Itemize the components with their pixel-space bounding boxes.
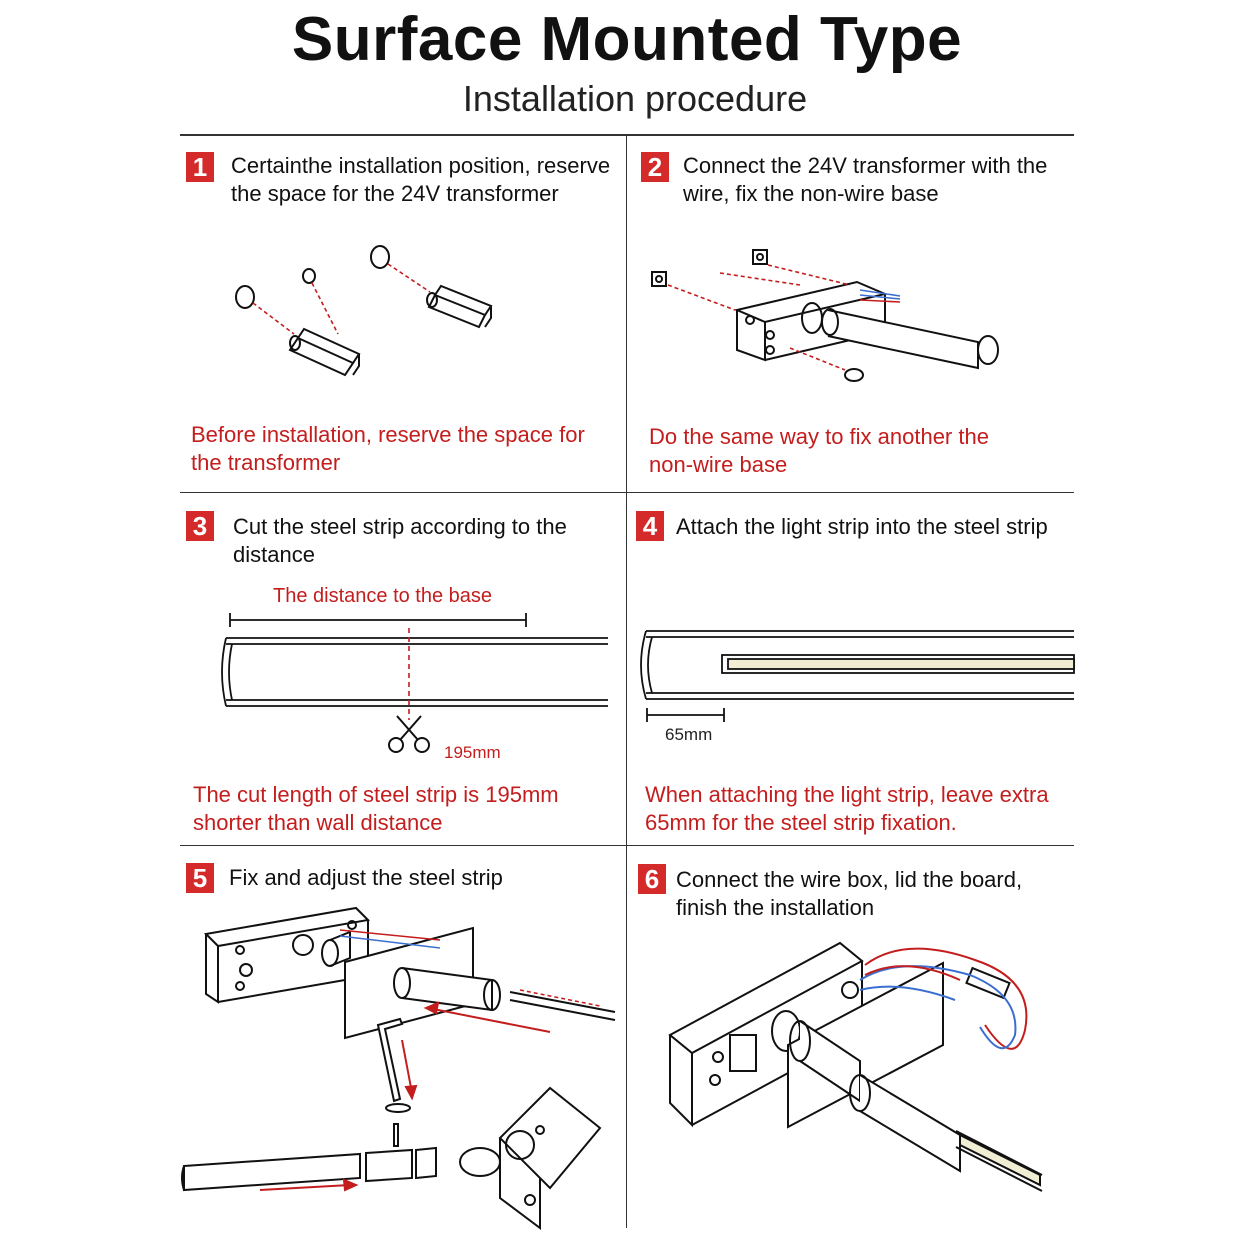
- step-1-note: Before installation, reserve the space f…: [191, 421, 585, 477]
- step-4-line1: Attach the light strip into the steel st…: [676, 514, 1048, 539]
- step-2-note-line1: Do the same way to fix another the: [649, 424, 989, 449]
- direction-arrows: [259, 1001, 551, 1192]
- step-3-line2: distance: [233, 542, 315, 567]
- wall-hole-2: [302, 268, 316, 284]
- step-4-note: When attaching the light strip, leave ex…: [645, 781, 1049, 837]
- screw-plate-2: [752, 249, 768, 265]
- wall-hole-1: [235, 285, 255, 309]
- column-divider: [626, 136, 627, 1228]
- hex-key-icon: [376, 1017, 404, 1103]
- step-3-note-line2: shorter than wall distance: [193, 810, 443, 835]
- scissors-icon: [388, 715, 430, 753]
- light-strip: [959, 1133, 1041, 1187]
- step-5-badge: 5: [186, 863, 214, 893]
- tube: [789, 1020, 961, 1173]
- step-3-note: The cut length of steel strip is 195mm s…: [193, 781, 559, 837]
- step-2-note: Do the same way to fix another the non-w…: [649, 423, 989, 479]
- distance-label: The distance to the base: [273, 585, 493, 607]
- step-1-note-line2: the transformer: [191, 450, 341, 475]
- step-1-text: Certainthe installation position, reserv…: [231, 152, 610, 208]
- extra-length-dimension: [646, 708, 725, 722]
- step-2-text: Connect the 24V transformer with the wir…: [683, 152, 1047, 208]
- screw-plate-1: [651, 271, 667, 287]
- anchor-1: [288, 327, 361, 377]
- step-3-badge: 3: [186, 511, 214, 541]
- anchor-2: [426, 284, 493, 329]
- step-4-illustration: [640, 630, 1075, 722]
- step-3-measure: 195mm: [444, 743, 501, 762]
- step-4-note-line2: 65mm for the steel strip fixation.: [645, 810, 957, 835]
- step-2-badge: 2: [641, 152, 669, 182]
- step-6-badge: 6: [638, 864, 666, 894]
- strip-assembly: [181, 1086, 602, 1230]
- step-5-line1: Fix and adjust the steel strip: [229, 865, 503, 890]
- step-4-measure: 65mm: [665, 725, 713, 744]
- screw-washer: [385, 1103, 411, 1113]
- step-6-text: Connect the wire box, lid the board, fin…: [676, 866, 1022, 922]
- row-divider-2: [180, 845, 1074, 846]
- step-3-illustration: [221, 613, 608, 753]
- transformer-tube: [821, 308, 999, 370]
- step-2-line1: Connect the 24V transformer with the: [683, 153, 1048, 178]
- step-2-illustration: [651, 249, 999, 382]
- step-3-line1: Cut the steel strip according to the: [233, 514, 567, 539]
- steel-strip-profile: [221, 637, 608, 707]
- step-6-line1: Connect the wire box, lid the board,: [676, 867, 1023, 892]
- step-1-line1: Certainthe installation position, reserv…: [231, 153, 611, 178]
- step-1-badge: 1: [186, 152, 214, 182]
- page-subtitle: Installation procedure: [462, 78, 808, 119]
- screw: [844, 368, 864, 382]
- steel-strip-with-light: [640, 630, 1075, 700]
- step-2-note-line2: non-wire base: [649, 452, 788, 477]
- step-3-note-line1: The cut length of steel strip is 195mm: [193, 782, 559, 807]
- row-divider-1: [180, 492, 1074, 493]
- tube: [321, 930, 501, 1012]
- step-4-badge: 4: [636, 511, 664, 541]
- wall-hole-3: [370, 245, 390, 269]
- step-4-note-line1: When attaching the light strip, leave ex…: [645, 782, 1049, 807]
- step-5-text: Fix and adjust the steel strip: [229, 864, 503, 892]
- step-1-line2: the space for the 24V transformer: [231, 181, 559, 206]
- step-1-note-line1: Before installation, reserve the space f…: [191, 422, 585, 447]
- cover-board: [787, 961, 944, 1129]
- step-5-illustration: [181, 906, 616, 1230]
- set-screw: [393, 1123, 399, 1147]
- step-4-text: Attach the light strip into the steel st…: [676, 513, 1048, 541]
- step-2-line2: wire, fix the non-wire base: [683, 181, 939, 206]
- step-3-text: Cut the steel strip according to the dis…: [233, 513, 567, 569]
- step-6-illustration: [668, 941, 1043, 1192]
- wire-box: [668, 941, 864, 1128]
- step-1-illustration: [235, 245, 493, 377]
- step-6-line2: finish the installation: [676, 895, 875, 920]
- header-divider: [180, 134, 1074, 136]
- strip-segment: [509, 991, 616, 1021]
- page-title: Surface Mounted Type: [291, 5, 963, 74]
